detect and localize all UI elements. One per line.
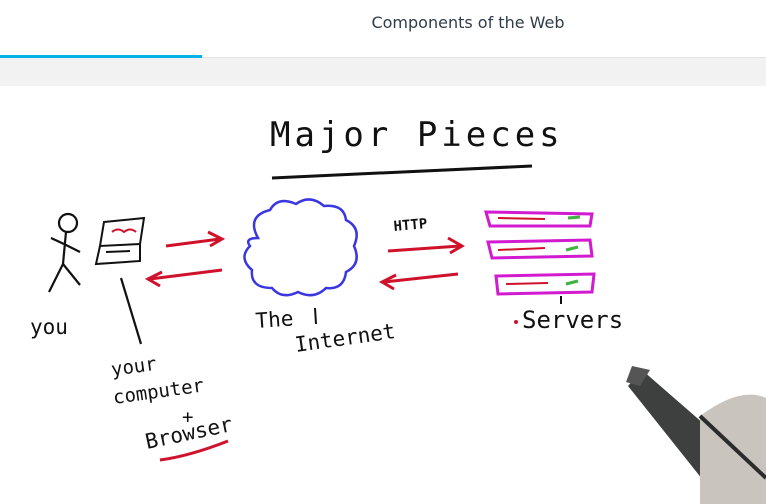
lesson-title: Components of the Web — [371, 13, 565, 32]
lesson-progress-bar — [0, 55, 203, 58]
cloud-icon — [243, 198, 358, 297]
request-arrow-icon — [165, 230, 226, 248]
browser-underline — [159, 439, 229, 462]
label-internet: Internet — [293, 319, 397, 357]
marker-pen-icon — [626, 366, 766, 504]
stick-figure-icon — [48, 212, 81, 293]
whiteboard-drawing: Major Pieces you your computer + Browser — [30, 115, 766, 504]
server-rack-icon — [484, 210, 596, 304]
label-servers: Servers — [522, 306, 623, 334]
label-http: HTTP — [393, 216, 428, 235]
label-computer: computer — [112, 374, 206, 409]
http-request-arrow-icon — [387, 236, 465, 255]
laptop-icon — [94, 216, 146, 345]
video-frame[interactable]: Major Pieces you your computer + Browser — [0, 86, 766, 504]
http-response-arrow-icon — [378, 272, 459, 291]
label-plus: + — [182, 406, 193, 428]
servers-dot — [514, 320, 518, 324]
label-you: you — [30, 315, 68, 339]
label-mark — [314, 307, 317, 325]
heading-underline — [271, 164, 533, 180]
top-bar: Components of the Web — [0, 0, 766, 58]
heading-text: Major Pieces — [270, 115, 564, 155]
label-your: your — [110, 353, 158, 381]
label-the: The — [255, 306, 295, 333]
response-arrow-icon — [144, 268, 223, 288]
